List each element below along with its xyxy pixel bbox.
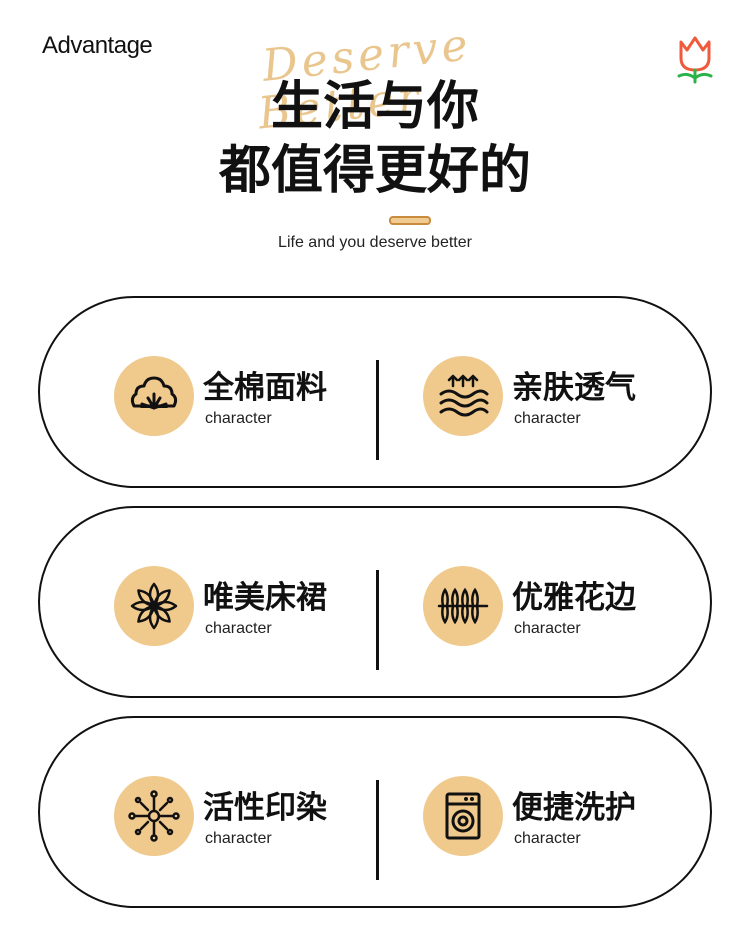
feature-icon-badge bbox=[114, 776, 194, 856]
divider bbox=[376, 360, 379, 460]
lace-trim-icon bbox=[437, 587, 489, 625]
tulip-logo-icon bbox=[677, 36, 713, 84]
feature-subtitle: character bbox=[205, 410, 272, 427]
decorative-bar bbox=[389, 216, 431, 225]
feature-title: 亲肤透气 bbox=[512, 370, 636, 406]
divider bbox=[376, 570, 379, 670]
feature-card-3: 活性印染 character 便捷洗护 character bbox=[38, 716, 712, 908]
washing-machine-icon bbox=[445, 792, 481, 840]
feature-title: 活性印染 bbox=[203, 790, 327, 826]
subtitle: Life and you deserve better bbox=[278, 234, 472, 251]
feature-icon-badge bbox=[423, 566, 503, 646]
feature-title: 便捷洗护 bbox=[512, 790, 636, 826]
feature-subtitle: character bbox=[514, 410, 581, 427]
feature-icon-badge bbox=[423, 776, 503, 856]
feature-title: 全棉面料 bbox=[203, 370, 327, 406]
feature-title: 唯美床裙 bbox=[203, 580, 327, 616]
feature-card-2: 唯美床裙 character 优雅花边 character bbox=[38, 506, 712, 698]
feature-title: 优雅花边 bbox=[512, 580, 636, 616]
pattern-print-icon bbox=[128, 790, 180, 842]
feature-subtitle: character bbox=[514, 830, 581, 847]
flower-swirl-icon bbox=[130, 582, 178, 630]
cotton-icon bbox=[130, 376, 178, 410]
headline-line-1: 生活与你 bbox=[270, 77, 479, 137]
feature-subtitle: character bbox=[205, 620, 272, 637]
feature-subtitle: character bbox=[205, 830, 272, 847]
breathable-waves-icon bbox=[439, 374, 489, 417]
feature-card-1: 全棉面料 character 亲肤透气 character bbox=[38, 296, 712, 488]
feature-subtitle: character bbox=[514, 620, 581, 637]
feature-icon-badge bbox=[114, 566, 194, 646]
headline-line-2: 都值得更好的 bbox=[218, 141, 531, 201]
feature-icon-badge bbox=[423, 356, 503, 436]
feature-icon-badge bbox=[114, 356, 194, 436]
divider bbox=[376, 780, 379, 880]
brand-label: Advantage bbox=[42, 32, 153, 59]
